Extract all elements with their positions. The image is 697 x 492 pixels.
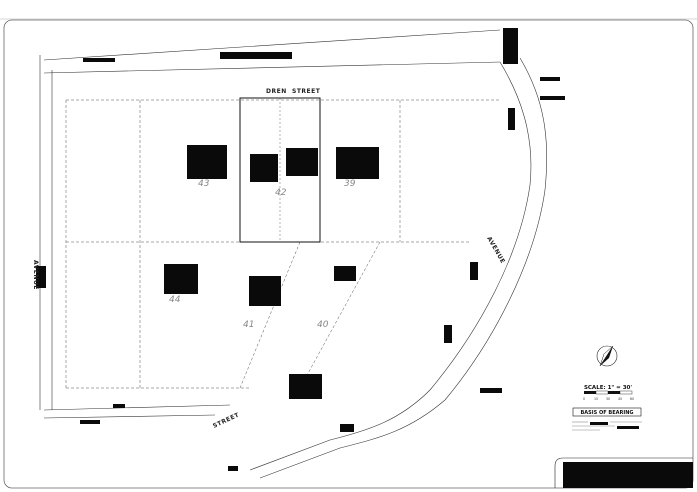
redaction-top-2: [83, 58, 115, 62]
lot-number: 41: [243, 320, 254, 330]
building-lot-39: [336, 147, 379, 179]
basis-of-bearing-title: BASIS OF BEARING: [581, 410, 634, 416]
redaction-top-1: [220, 52, 292, 59]
lot-number: 44: [169, 295, 181, 305]
redaction-bottom-1: [340, 424, 354, 432]
title-block-frame: [554, 457, 693, 488]
lot-number: 42: [275, 188, 287, 198]
street-name-left: AVENUE: [32, 260, 39, 290]
scale-tick: 30: [606, 397, 610, 401]
redaction-legend-1: [540, 77, 560, 81]
building-lot-40: [334, 266, 356, 281]
redaction-bottom-2: [228, 466, 238, 471]
redaction-corner-tr: [503, 28, 518, 64]
redaction-basis-1: [590, 422, 608, 425]
scale-tick: 15: [594, 397, 598, 401]
sheet-border: [3, 19, 694, 489]
street-name-top-right: STREET: [292, 88, 321, 95]
lot-number: 39: [344, 179, 356, 189]
building-lower: [289, 374, 322, 399]
redacted-annotations: [36, 28, 639, 471]
basis-of-bearing-box: [572, 407, 642, 417]
title-block: [563, 462, 693, 488]
redaction-left-avenue: [36, 266, 46, 288]
redaction-right-2: [444, 325, 452, 343]
redaction-legend-2: [540, 96, 565, 100]
scale-tick: 60: [630, 397, 634, 401]
street-name-right: AVENUE: [485, 236, 506, 265]
redaction-basis-2: [617, 426, 639, 429]
building-lot-43: [187, 145, 227, 179]
redaction-bottom-left: [80, 420, 100, 424]
right-of-way-lines: [39, 29, 548, 479]
street-name-top-left: DREN: [266, 88, 287, 95]
redaction-right-mid: [508, 108, 515, 130]
north-arrow: [596, 345, 618, 367]
building-lot-44: [164, 264, 198, 294]
building-lot-42-b: [286, 148, 318, 176]
building-footprints: [164, 145, 379, 399]
lot-number: 40: [317, 320, 329, 330]
lot-lines: [65, 99, 500, 389]
lot-number: 43: [198, 179, 210, 189]
street-name-bottom: STREET: [212, 411, 241, 429]
basis-of-bearing-text-lines: [572, 421, 642, 431]
scale-tick: 45: [618, 397, 622, 401]
scale-bar: [584, 390, 633, 395]
scale-label: SCALE: 1" = 30': [584, 385, 632, 391]
building-lot-41: [249, 276, 281, 306]
redaction-right-3: [480, 388, 502, 393]
redaction-bottom-left-2: [113, 404, 125, 408]
scale-tick: 0: [583, 397, 585, 401]
building-lot-42-a: [250, 154, 278, 182]
redaction-right-1: [470, 262, 478, 280]
